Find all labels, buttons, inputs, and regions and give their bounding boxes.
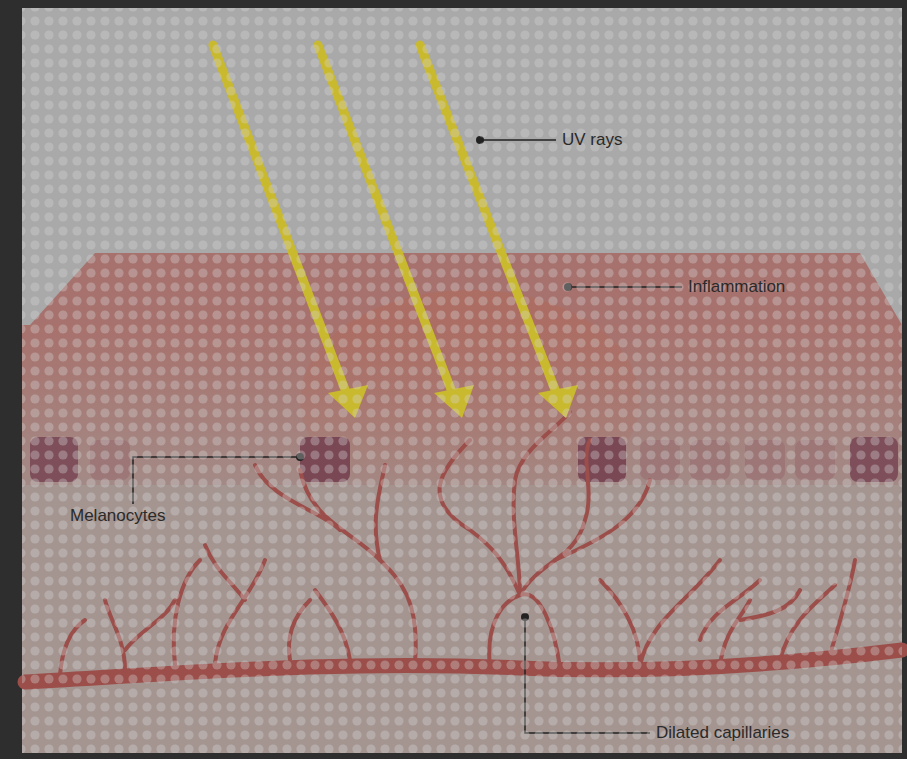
- inflammation-label: Inflammation: [688, 277, 785, 297]
- ground: [22, 8, 902, 753]
- melanocytes-label: Melanocytes: [70, 506, 165, 526]
- uv-label: UV rays: [562, 130, 622, 150]
- capillaries-label: Dilated capillaries: [656, 723, 789, 743]
- dot-screen: [22, 8, 902, 753]
